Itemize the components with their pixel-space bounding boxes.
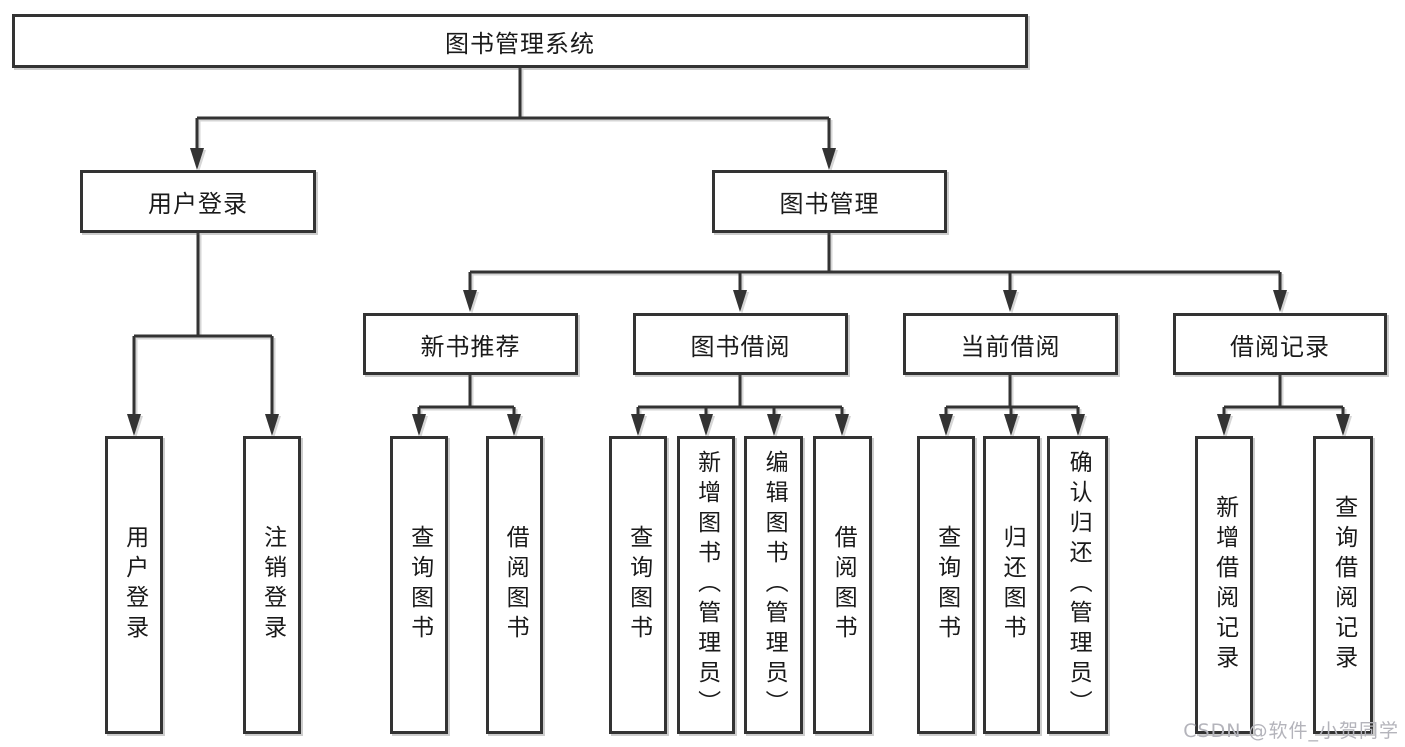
node-root-label: 图书管理系统	[445, 29, 595, 58]
leaf-add-book-admin: 新增图书（管理员）	[677, 436, 735, 734]
leaf-user-login: 用户登录	[105, 436, 163, 734]
leaf-query-borrow-record: 查询借阅记录	[1313, 436, 1373, 734]
node-user-login-label: 用户登录	[148, 190, 248, 218]
leaf-return-book: 归还图书	[983, 436, 1040, 734]
node-book-management: 图书管理	[712, 170, 947, 233]
node-current-borrow-label: 当前借阅	[960, 332, 1061, 361]
leaf-query-books-current: 查询图书	[917, 436, 975, 734]
leaf-borrow-books-recommend: 借阅图书	[486, 436, 543, 734]
watermark: CSDN @软件_小贺同学	[1183, 720, 1399, 742]
node-borrow-records: 借阅记录	[1173, 313, 1387, 375]
node-borrow-records-label: 借阅记录	[1230, 332, 1330, 361]
node-current-borrow: 当前借阅	[903, 313, 1118, 375]
leaf-borrow-books: 借阅图书	[813, 436, 872, 734]
node-book-management-label: 图书管理	[779, 190, 880, 218]
arrowheads	[127, 148, 1350, 436]
node-root: 图书管理系统	[12, 14, 1028, 68]
leaf-query-books-recommend: 查询图书	[390, 436, 448, 734]
node-user-login: 用户登录	[80, 170, 316, 233]
leaf-add-borrow-record: 新增借阅记录	[1195, 436, 1253, 734]
node-book-borrow: 图书借阅	[633, 313, 848, 375]
leaf-edit-book-admin: 编辑图书（管理员）	[744, 436, 803, 734]
leaf-logout: 注销登录	[243, 436, 301, 734]
leaf-query-books-borrow: 查询图书	[609, 436, 667, 734]
leaf-confirm-return-admin: 确认归还（管理员）	[1047, 436, 1108, 734]
node-new-book-recommend-label: 新书推荐	[420, 332, 521, 361]
node-book-borrow-label: 图书借阅	[690, 332, 791, 361]
node-new-book-recommend: 新书推荐	[363, 313, 578, 375]
